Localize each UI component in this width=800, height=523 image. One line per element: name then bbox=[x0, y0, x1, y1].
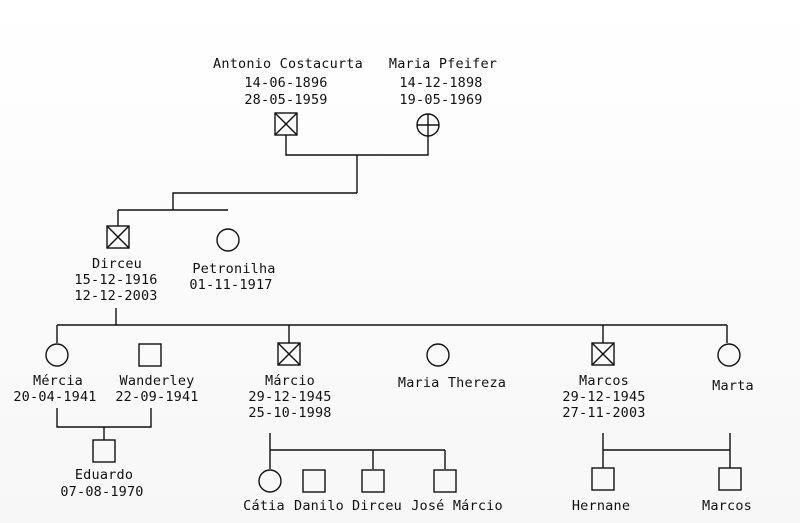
label-marcio-death: 25-10-1998 bbox=[248, 405, 332, 421]
label-maria-pfeifer-death: 19-05-1969 bbox=[399, 92, 483, 108]
symbol-marcos bbox=[591, 342, 615, 366]
label-eduardo-birth: 07-08-1970 bbox=[60, 484, 144, 500]
symbol-marcos2 bbox=[718, 467, 742, 491]
symbol-jose bbox=[433, 469, 457, 493]
label-antonio-birth: 14-06-1896 bbox=[244, 75, 328, 91]
label-marta-name: Marta bbox=[712, 378, 754, 394]
symbol-danilo bbox=[302, 469, 326, 493]
label-antonio-death: 28-05-1959 bbox=[244, 92, 328, 108]
label-marcos-name: Marcos bbox=[579, 373, 629, 389]
label-dirceu2-name: Dirceu bbox=[352, 498, 402, 514]
label-antonio-name: Antonio Costacurta bbox=[213, 56, 363, 72]
symbol-maria-pfeifer bbox=[416, 113, 440, 137]
label-marcio-name: Márcio bbox=[265, 373, 315, 389]
symbol-marta bbox=[717, 343, 741, 367]
label-petronilha-name: Petronilha bbox=[192, 261, 276, 277]
label-mercia-name: Mércia bbox=[33, 373, 83, 389]
marriage-line-mercia bbox=[56, 408, 152, 428]
symbol-hernane bbox=[591, 467, 615, 491]
symbol-dirceu2 bbox=[361, 469, 385, 493]
label-maria-thereza-name: Maria Thereza bbox=[397, 375, 507, 391]
label-dirceu-name: Dirceu bbox=[92, 256, 142, 272]
symbol-eduardo bbox=[92, 439, 116, 463]
symbol-catia bbox=[258, 469, 282, 493]
label-dirceu-birth: 15-12-1916 bbox=[74, 272, 158, 288]
label-wanderley-birth: 22-09-1941 bbox=[115, 389, 199, 405]
label-jose-name: José Márcio bbox=[411, 498, 503, 514]
label-catia-name: Cátia bbox=[243, 498, 285, 514]
symbol-petronilha bbox=[216, 228, 240, 252]
symbol-maria-thereza bbox=[426, 343, 450, 367]
label-marcos2-name: Marcos bbox=[702, 498, 752, 514]
label-wanderley-name: Wanderley bbox=[119, 373, 195, 389]
label-dirceu-death: 12-12-2003 bbox=[74, 288, 158, 304]
symbol-wanderley bbox=[138, 343, 162, 367]
label-marcio-birth: 29-12-1945 bbox=[248, 389, 332, 405]
label-mercia-birth: 20-04-1941 bbox=[13, 389, 97, 405]
label-marcos-birth: 29-12-1945 bbox=[562, 389, 646, 405]
label-maria-pfeifer-name: Maria Pfeifer bbox=[388, 56, 498, 72]
marriage-line-gen1 bbox=[285, 135, 429, 156]
label-hernane-name: Hernane bbox=[571, 498, 631, 514]
symbol-antonio bbox=[274, 112, 298, 136]
symbol-dirceu bbox=[106, 225, 130, 249]
symbol-marcio bbox=[277, 342, 301, 366]
label-petronilha-birth: 01-11-1917 bbox=[189, 277, 273, 293]
sibship-line-gen2 bbox=[172, 192, 357, 210]
label-danilo-name: Danilo bbox=[294, 498, 344, 514]
label-eduardo-name: Eduardo bbox=[74, 467, 134, 483]
label-maria-pfeifer-birth: 14-12-1898 bbox=[399, 75, 483, 91]
label-marcos-death: 27-11-2003 bbox=[562, 405, 646, 421]
symbol-mercia bbox=[45, 343, 69, 367]
